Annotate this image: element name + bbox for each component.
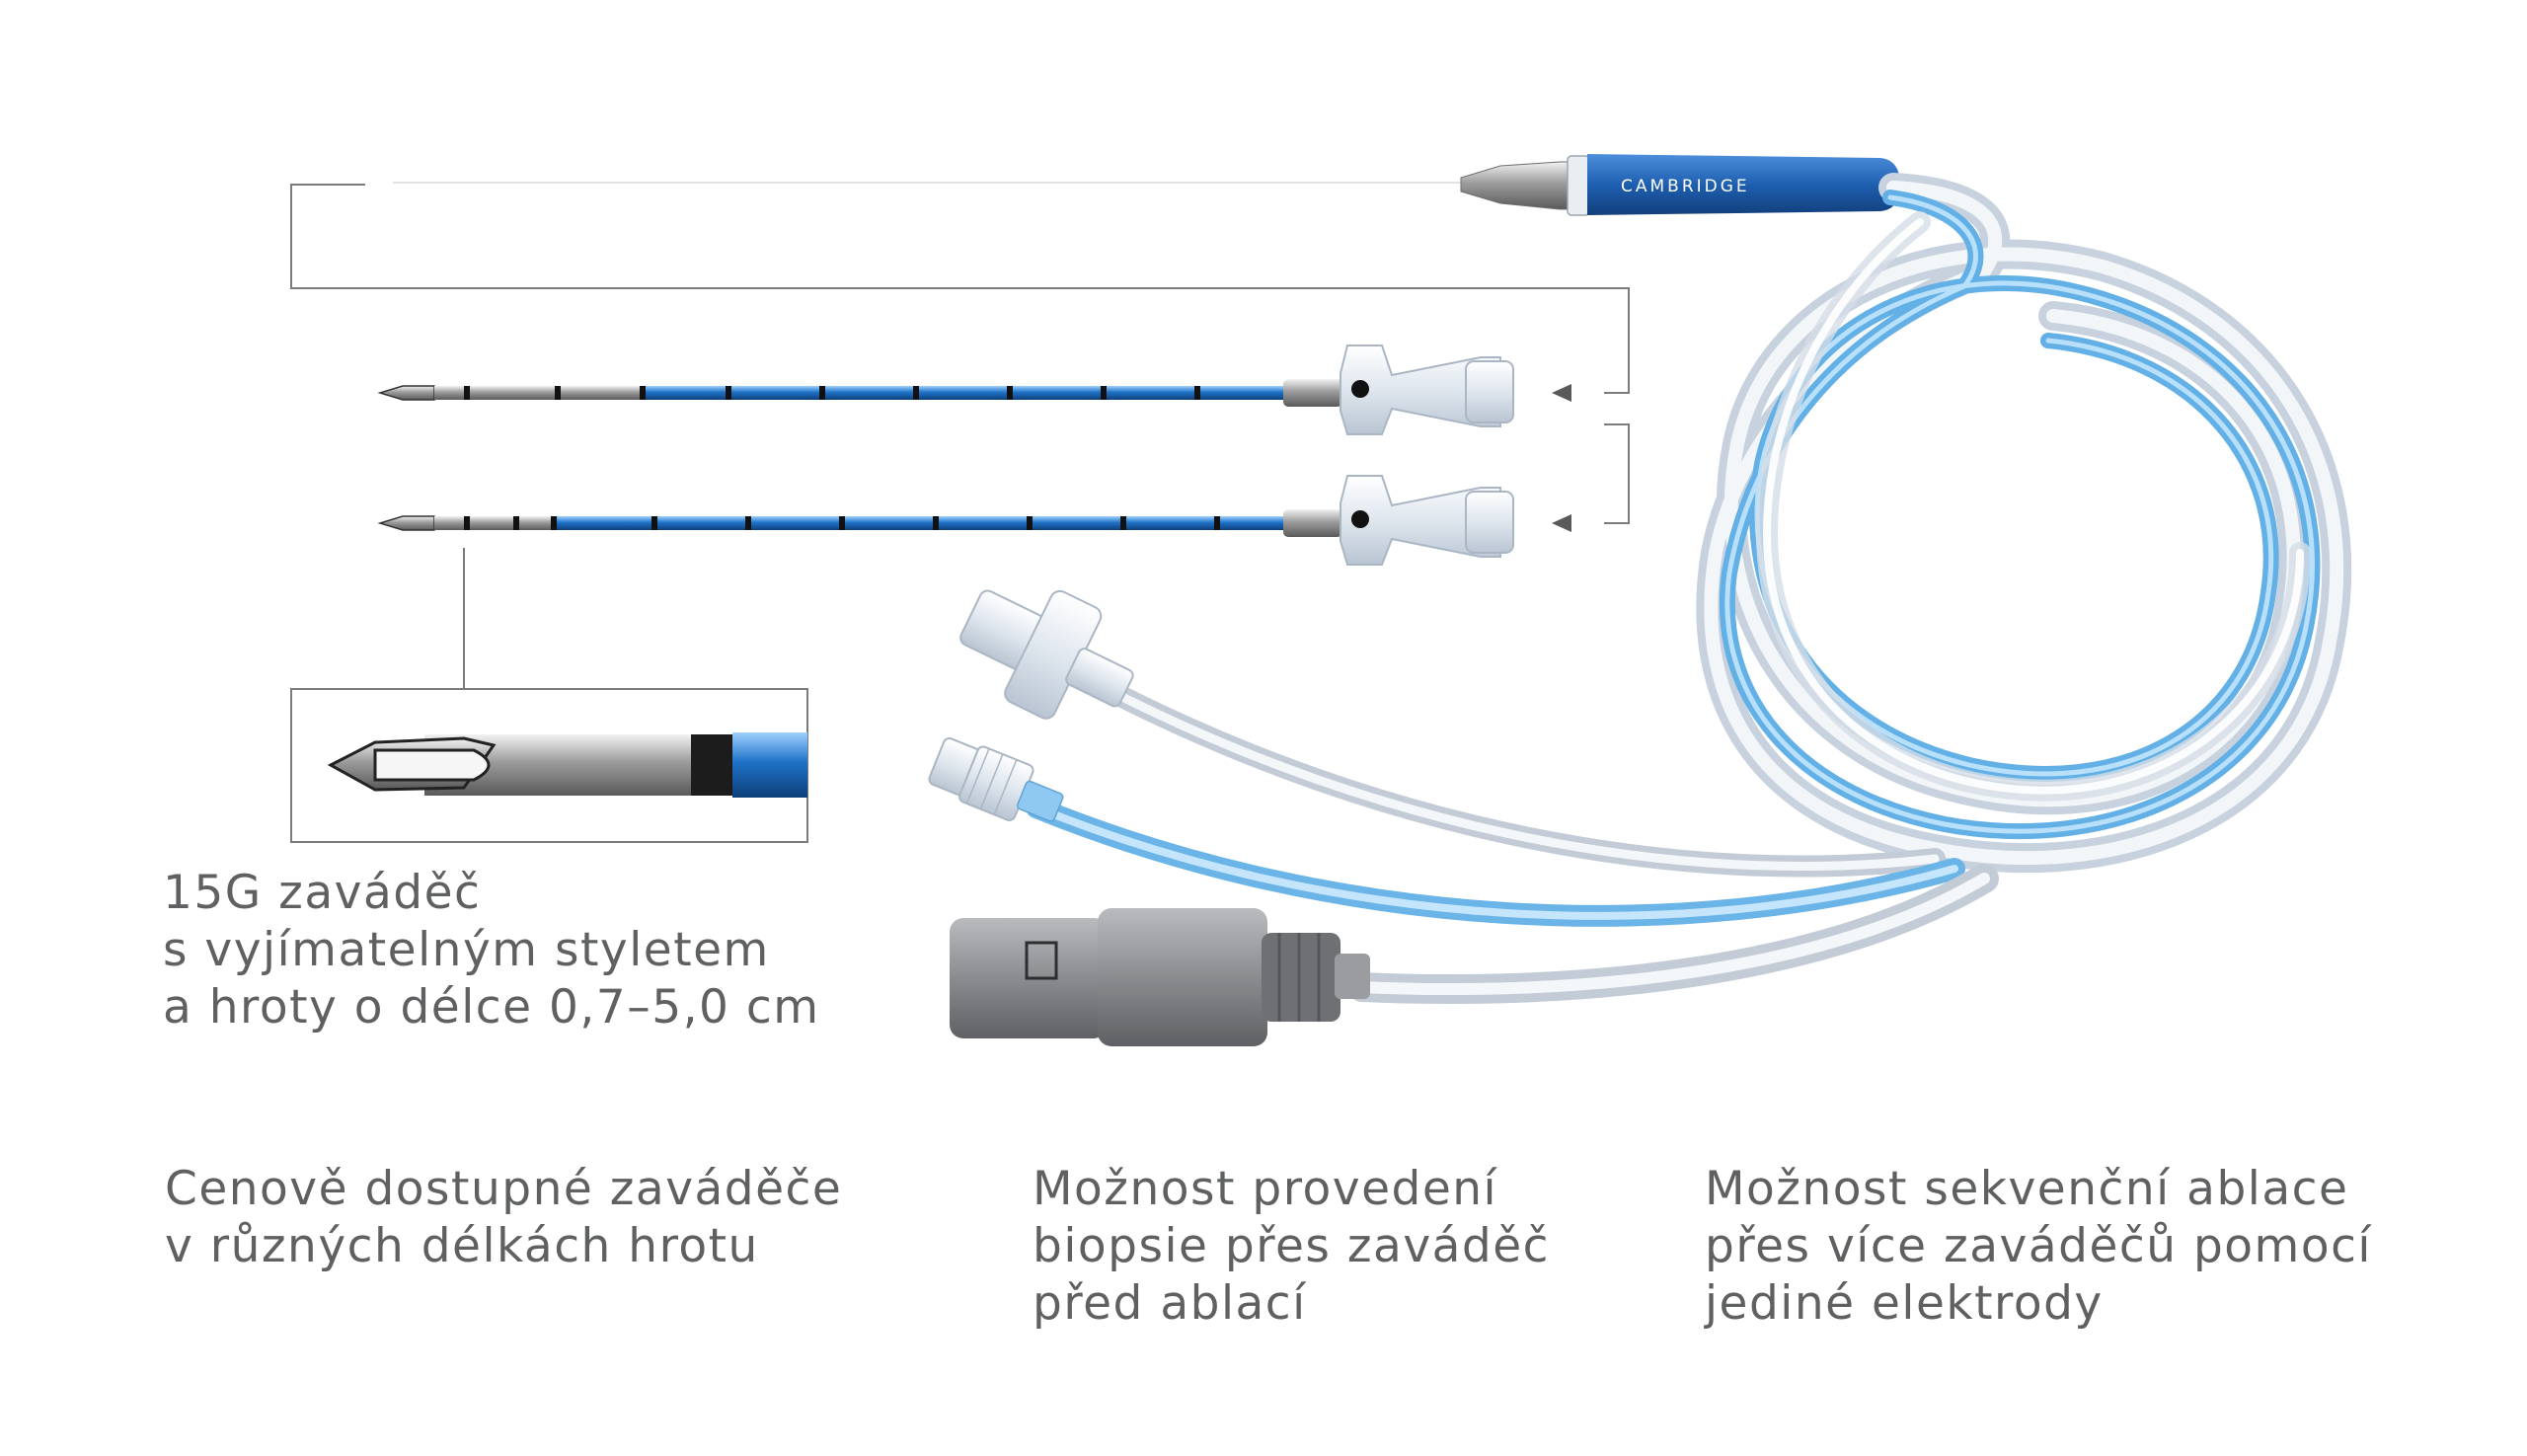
luer-connector xyxy=(959,589,1134,720)
electrode-ferrule xyxy=(1460,161,1570,210)
biopsy-caption: Možnost provedení biopsie přes zaváděč p… xyxy=(1033,1161,1550,1333)
caption-line: v různých délkách hrotu xyxy=(165,1219,759,1273)
electrode-cable-coil xyxy=(1696,173,2352,874)
caption-line: jediné elektrody xyxy=(1705,1276,2104,1331)
cap-connector xyxy=(928,737,1064,822)
caption-line: s vyjímatelným styletem xyxy=(163,923,770,977)
caption-line: biopsie přes zaváděč xyxy=(1033,1219,1551,1273)
caption-line: 15G zaváděč xyxy=(163,866,482,920)
affordable-introducers-caption: Cenově dostupné zaváděče v různých délká… xyxy=(165,1161,842,1275)
caption-line: a hroty o délce 0,7–5,0 cm xyxy=(163,980,820,1035)
electrode-handle xyxy=(1587,154,1900,215)
brand-label: CAMBRIDGE xyxy=(1621,177,1750,196)
arrow-to-introducer-1 xyxy=(1552,384,1571,402)
introducer-tip-zoom xyxy=(290,688,808,843)
electrode-collar xyxy=(1567,155,1590,216)
introducer-needle-1 xyxy=(377,345,1514,435)
cable-leads xyxy=(1026,680,1999,1005)
ablation-electrode: CAMBRIDGE xyxy=(393,154,1900,216)
grey-plug-connector xyxy=(950,908,1370,1046)
caption-line: přes více zaváděčů pomocí xyxy=(1705,1219,2372,1273)
introducer-caption: 15G zaváděč s vyjímatelným styletem a hr… xyxy=(163,865,820,1036)
sequential-ablation-caption: Možnost sekvenční ablace přes více zavád… xyxy=(1705,1161,2372,1333)
introducer-needle-2 xyxy=(377,475,1514,566)
caption-line: před ablací xyxy=(1033,1276,1307,1331)
guide-lines xyxy=(290,184,1630,689)
caption-line: Možnost sekvenční ablace xyxy=(1705,1162,2349,1216)
arrow-to-introducer-2 xyxy=(1552,514,1571,532)
caption-line: Možnost provedení xyxy=(1033,1162,1498,1216)
caption-line: Cenově dostupné zaváděče xyxy=(165,1162,843,1216)
